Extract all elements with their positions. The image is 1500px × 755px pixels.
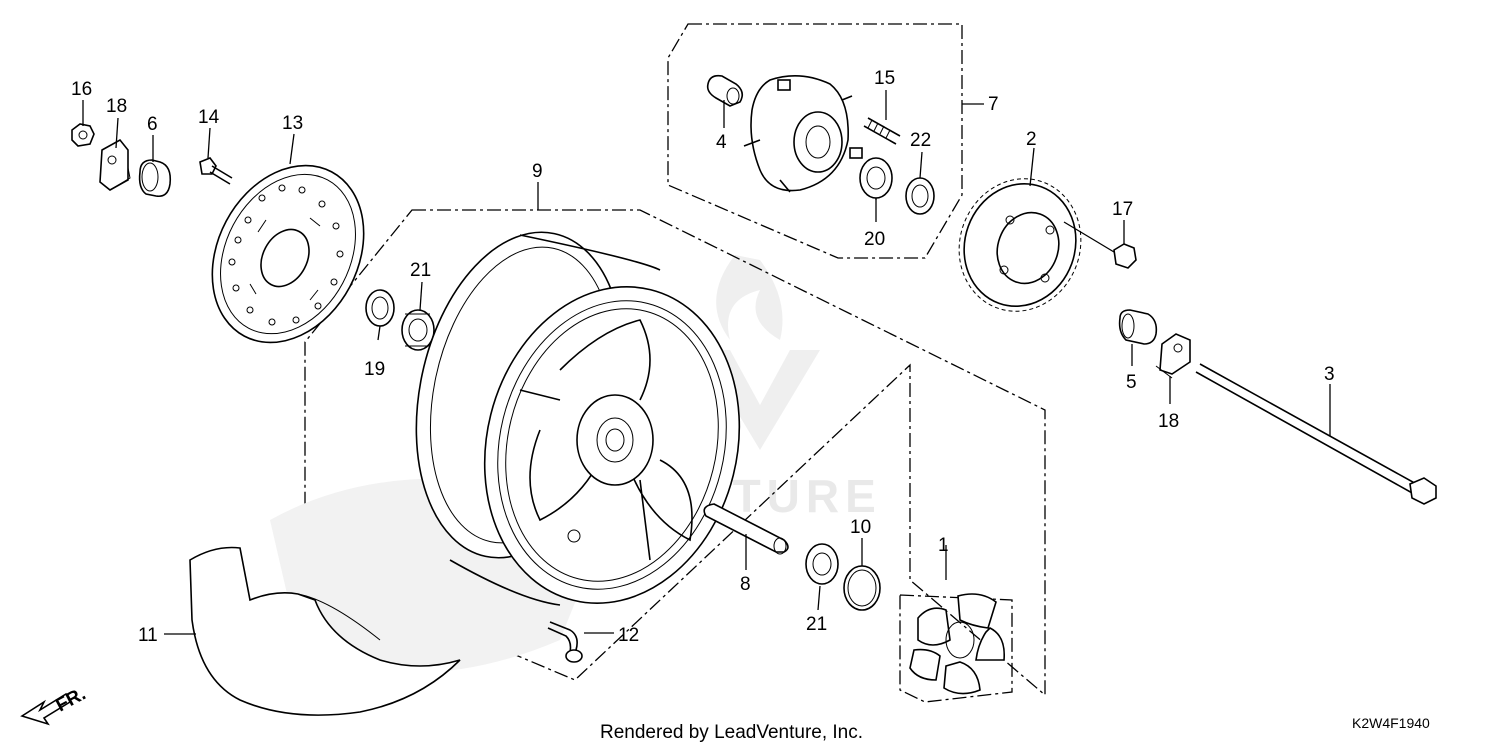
nut-17 <box>1113 243 1137 269</box>
callout-22: 22 <box>910 130 931 151</box>
valve-12 <box>547 621 583 663</box>
front-marker: FR. <box>52 684 89 717</box>
oil-seal-22 <box>905 177 935 215</box>
spacer-8 <box>703 503 789 555</box>
damper-group-outline <box>899 594 1013 703</box>
leader-lines <box>82 90 1331 635</box>
damper-1 <box>909 593 1006 695</box>
o-ring-10 <box>843 565 881 611</box>
hub-flange-7 <box>743 75 863 193</box>
callout-20: 20 <box>864 229 885 250</box>
callout-13: 13 <box>282 113 303 134</box>
callout-16: 16 <box>71 79 92 100</box>
callout-4: 4 <box>716 132 727 153</box>
sprocket-2 <box>958 178 1082 312</box>
wheel-group-outline <box>304 209 1046 697</box>
axle-3 <box>1195 363 1437 505</box>
brake-disc-13 <box>211 164 365 344</box>
bearing-21-upper <box>401 309 435 351</box>
callout-21-upper: 21 <box>410 260 431 281</box>
rim-band-11 <box>189 546 461 716</box>
callout-10: 10 <box>850 517 871 538</box>
diagram-code: K2W4F1940 <box>1352 715 1430 731</box>
footer-credit: Rendered by LeadVenture, Inc. <box>600 722 863 743</box>
callout-15: 15 <box>874 68 895 89</box>
bearing-21-lower <box>805 543 839 585</box>
callout-7: 7 <box>988 94 999 115</box>
callout-6: 6 <box>147 114 158 135</box>
hub-group-outline <box>667 23 963 259</box>
callout-9: 9 <box>532 161 543 182</box>
collar-4 <box>706 74 744 107</box>
front-arrow-icon <box>20 692 72 726</box>
collar-6 <box>138 159 172 198</box>
callout-5: 5 <box>1126 372 1137 393</box>
callout-21-lower: 21 <box>806 614 827 635</box>
collar-5 <box>1118 309 1158 345</box>
callout-14: 14 <box>198 107 220 128</box>
callout-11: 11 <box>138 625 158 646</box>
callout-3: 3 <box>1324 364 1335 385</box>
bolt-14 <box>199 157 233 185</box>
oil-seal-19 <box>365 289 395 327</box>
callout-17: 17 <box>1112 199 1133 220</box>
callout-2: 2 <box>1026 129 1037 150</box>
callout-12: 12 <box>618 625 639 646</box>
wheel-9 <box>415 231 741 606</box>
bracket-18-right <box>1155 333 1191 379</box>
bracket-18-left <box>99 138 131 191</box>
nut-16 <box>71 123 95 147</box>
callout-18-left: 18 <box>106 96 127 117</box>
callout-8: 8 <box>740 574 751 595</box>
stud-15 <box>863 117 901 145</box>
callout-1: 1 <box>938 535 949 556</box>
callout-19: 19 <box>364 359 385 380</box>
callout-18-right: 18 <box>1158 411 1179 432</box>
bearing-20 <box>859 157 893 199</box>
